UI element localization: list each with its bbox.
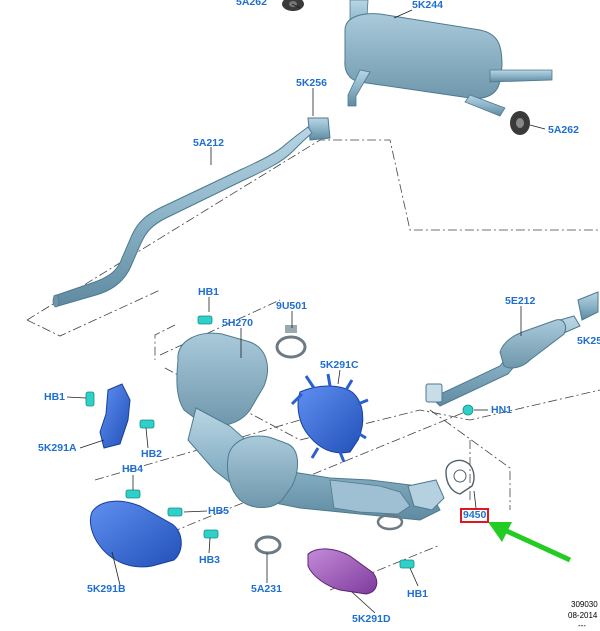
pipe-clamp-5k256 — [307, 117, 331, 141]
rubber-hanger-5a262-top — [282, 0, 304, 11]
label-hn1: HN1 — [491, 404, 513, 416]
label-9u501: 9U501 — [276, 300, 307, 312]
band-clamp-small — [376, 513, 404, 531]
label-5k244: 5K244 — [412, 0, 443, 11]
label-hb1-left: HB1 — [44, 391, 66, 403]
exhaust-gasket-9450 — [445, 459, 477, 509]
label-5k256: 5K256 — [296, 77, 327, 89]
label-5a231: 5A231 — [251, 583, 282, 595]
reference-code-line1: 309030 — [571, 600, 598, 609]
label-5k25: 5K25 — [577, 335, 600, 347]
heat-shield-5k291b — [89, 500, 182, 568]
label-5h270: 5H270 — [222, 317, 253, 329]
label-hb2: HB2 — [141, 448, 163, 460]
label-5k291b: 5K291B — [87, 583, 126, 595]
label-5e212: 5E212 — [505, 295, 536, 307]
label-5a262-top: 5A262 — [236, 0, 267, 8]
reference-code-line3: --- — [578, 621, 586, 630]
reference-code-line2: 08-2014 — [568, 611, 598, 620]
highlight-arrow — [488, 522, 572, 563]
label-5a212: 5A212 — [193, 137, 224, 149]
label-hb5: HB5 — [208, 505, 230, 517]
label-hb1-bottom: HB1 — [407, 588, 429, 600]
heat-shield-5k291a — [99, 383, 131, 449]
label-5a262-right: 5A262 — [548, 124, 579, 136]
label-5k291a: 5K291A — [38, 442, 77, 454]
rubber-hanger-5a262-right — [510, 111, 530, 135]
label-5k291d: 5K291D — [352, 613, 391, 625]
label-5k291c: 5K291C — [320, 359, 359, 371]
rear-muffler-5k244 — [344, 0, 553, 117]
label-9450-highlighted[interactable]: 9450 — [460, 508, 490, 523]
label-hb3: HB3 — [199, 554, 221, 566]
band-clamp-5a231 — [254, 535, 282, 555]
catalytic-converter-5h270 — [176, 332, 445, 521]
intermediate-pipe-5a212 — [52, 126, 313, 308]
band-clamp-9u501 — [275, 325, 307, 359]
label-hb1-top: HB1 — [198, 286, 220, 298]
heat-shield-5k291c — [290, 373, 369, 463]
front-pipe-5e212 — [425, 291, 599, 407]
label-hb4: HB4 — [122, 463, 144, 475]
leader-lines — [66, 3, 546, 614]
heat-shield-5k291d — [307, 548, 378, 595]
